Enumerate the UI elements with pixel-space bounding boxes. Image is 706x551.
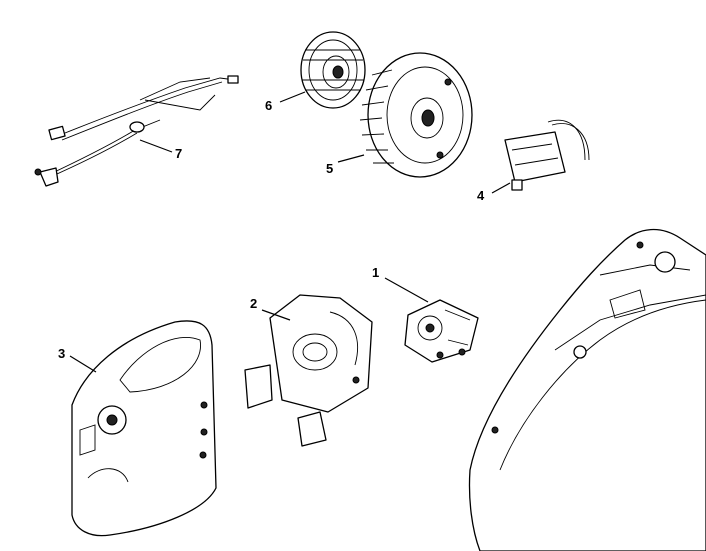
top-cover-part xyxy=(71,320,217,537)
air-filter-base-part xyxy=(244,294,373,447)
callout-label-5: 5 xyxy=(326,161,333,176)
callout-label-1: 1 xyxy=(372,265,379,280)
callout-leader-4 xyxy=(491,182,511,194)
callout-leader-7 xyxy=(139,139,173,153)
callout-leader-3 xyxy=(69,355,97,373)
callout-leader-1 xyxy=(384,277,429,303)
callout-label-6: 6 xyxy=(265,98,272,113)
callout-leader-5 xyxy=(337,154,365,163)
wiring-harness-part xyxy=(34,75,239,187)
ignition-module-part xyxy=(504,120,590,191)
flywheel-part xyxy=(359,52,473,178)
callout-leader-2 xyxy=(261,309,291,321)
callout-label-7: 7 xyxy=(175,146,182,161)
carburetor-part xyxy=(404,299,479,363)
starter-cup-part xyxy=(300,31,366,109)
callout-label-3: 3 xyxy=(58,346,65,361)
callout-leader-6 xyxy=(279,91,306,103)
crankcase-housing xyxy=(468,228,706,551)
callout-label-4: 4 xyxy=(477,188,485,203)
callout-label-2: 2 xyxy=(250,296,257,311)
